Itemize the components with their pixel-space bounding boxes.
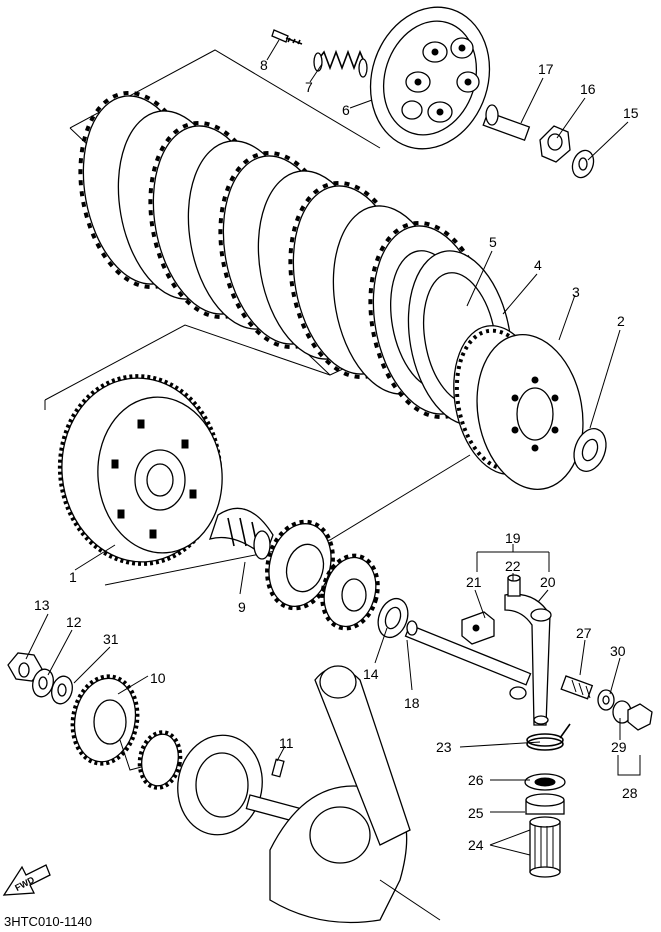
crankshaft: [177, 665, 441, 924]
primary-drive-gear: [70, 674, 183, 790]
forward-direction-arrow: FWD: [2, 864, 51, 896]
washer-14: [377, 597, 409, 639]
callout-31: 31: [103, 631, 119, 647]
plate-stack: [78, 90, 513, 426]
callout-29: 29: [611, 739, 627, 755]
callout-17: 17: [538, 61, 554, 77]
callout-30: 30: [610, 643, 626, 659]
starter-gear: [320, 553, 380, 631]
callout-6: 6: [342, 102, 350, 118]
torsion-spring: [526, 723, 571, 751]
diagram-code: 3HTC010-1140: [4, 914, 92, 929]
bearing: [525, 793, 565, 815]
callout-10: 10: [150, 670, 166, 686]
needle-bearing: [529, 816, 561, 878]
callout-3: 3: [572, 284, 580, 300]
collar-sleeve: [208, 507, 274, 560]
callout-8: 8: [260, 57, 268, 73]
clutch-spring-bolt: [271, 29, 303, 45]
idler-gear: [265, 519, 335, 611]
lock-nut: [539, 125, 571, 163]
clutch-housing-frame: [44, 324, 471, 586]
clutch-boss: [453, 325, 584, 490]
adjusting-screw: [560, 675, 594, 700]
callout-20: 20: [540, 574, 556, 590]
callout-21: 21: [466, 574, 482, 590]
callout-23: 23: [436, 739, 452, 755]
oil-seal: [524, 773, 566, 791]
callout-9: 9: [238, 599, 246, 615]
washer-30: [597, 689, 615, 711]
callout-1: 1: [69, 569, 77, 585]
woodruff-key: [271, 758, 285, 778]
callout-numbers: 8 7 6 17 16 15 5 4 3 2 1 9 19 22 21 20 1…: [34, 57, 639, 853]
callout-7: 7: [305, 79, 313, 95]
washer-12: [32, 668, 54, 698]
callout-5: 5: [489, 234, 497, 250]
callout-12: 12: [66, 614, 82, 630]
callout-26: 26: [468, 772, 484, 788]
callout-11: 11: [279, 735, 294, 751]
lever-pin: [507, 574, 521, 597]
callout-16: 16: [580, 81, 596, 97]
push-lever: [504, 593, 552, 726]
callout-25: 25: [468, 805, 484, 821]
callout-13: 13: [34, 597, 50, 613]
callout-19: 19: [505, 530, 521, 546]
locknut-30: [612, 700, 653, 731]
callout-15: 15: [623, 105, 639, 121]
callout-2: 2: [617, 313, 625, 329]
callout-14: 14: [363, 666, 379, 682]
thrust-washer: [573, 428, 607, 472]
callout-28: 28: [622, 785, 638, 801]
lever-bracket: [461, 611, 495, 645]
pressure-plate: [369, 6, 491, 150]
callout-18: 18: [404, 695, 420, 711]
clutch-housing: [57, 374, 223, 566]
push-rod: [482, 104, 531, 142]
callout-27: 27: [576, 625, 592, 641]
callout-4: 4: [534, 257, 542, 273]
callout-24: 24: [468, 837, 484, 853]
leader-lines: [25, 39, 641, 856]
callout-22: 22: [505, 558, 521, 574]
washer-15: [571, 149, 595, 179]
washer-31: [51, 675, 73, 705]
push-lever-shaft: [404, 620, 532, 686]
